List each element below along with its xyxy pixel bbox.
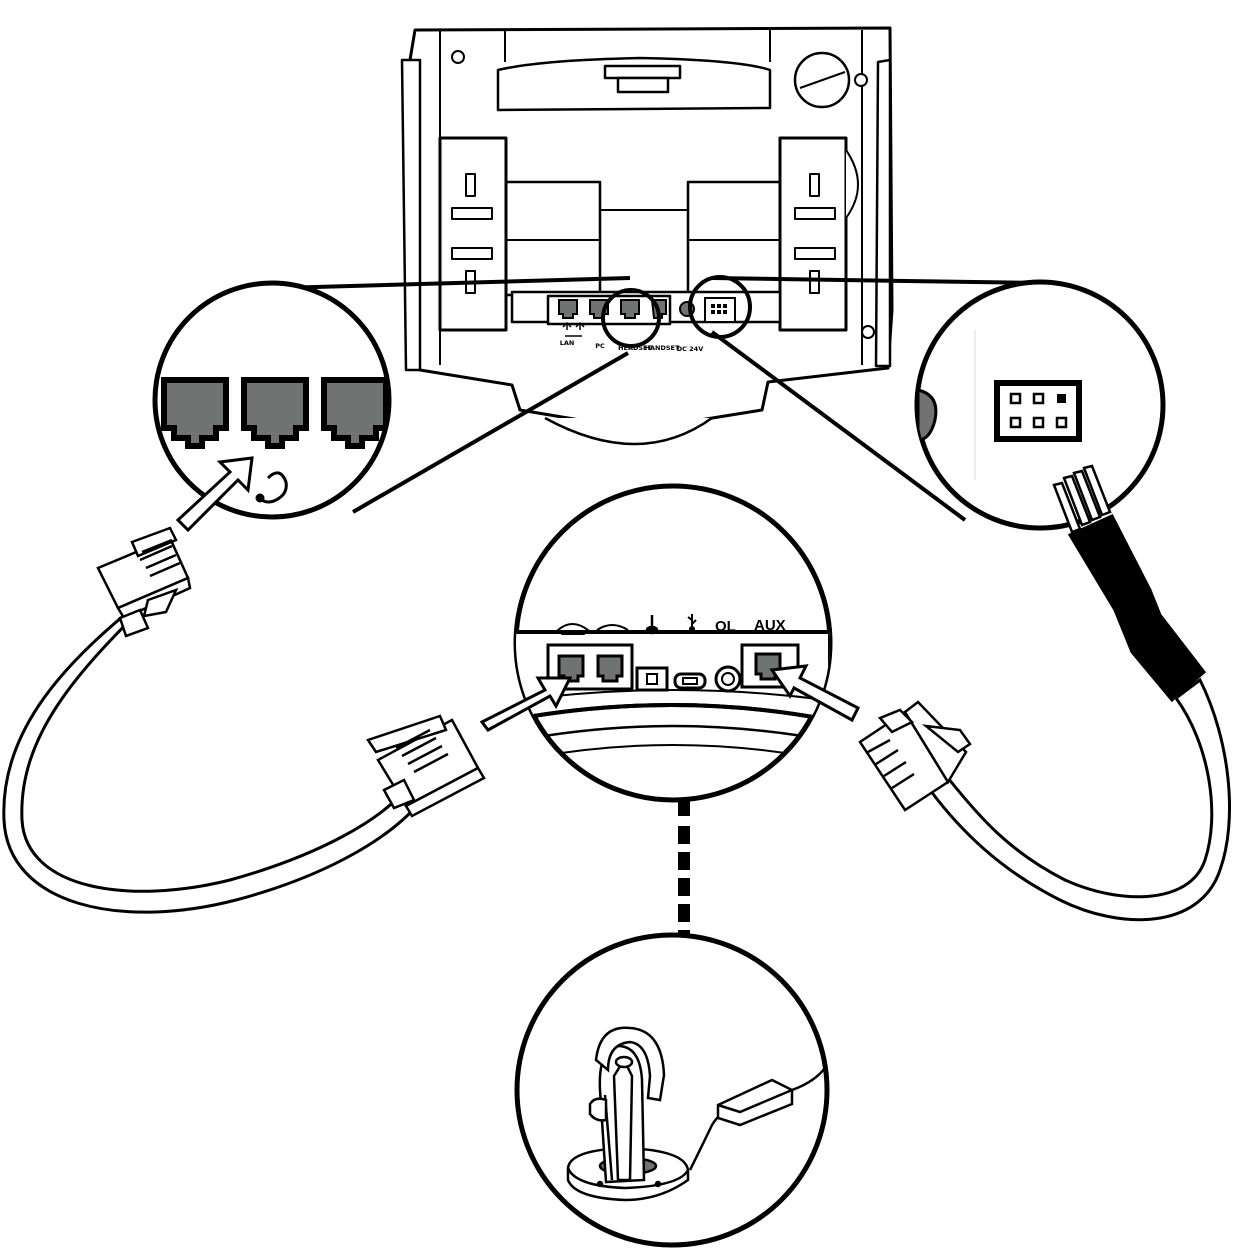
port-label-pc: PC bbox=[595, 342, 605, 350]
insert-arrow-center-right bbox=[769, 664, 861, 723]
zoom-port-2 bbox=[241, 377, 309, 449]
wireless-link-dots bbox=[678, 798, 690, 938]
lan-port bbox=[558, 299, 578, 319]
ehs-cable-icon bbox=[927, 464, 1231, 922]
port-label-handset: HANDSET bbox=[645, 344, 680, 352]
lan-arrows-icon bbox=[562, 321, 585, 337]
port-label-lan: LAN bbox=[560, 339, 575, 347]
rj9-plug-icon bbox=[858, 700, 972, 812]
port-label-dc: DC 24V bbox=[677, 345, 704, 353]
rj9-plug-icon bbox=[366, 714, 486, 818]
base-telephone-port bbox=[557, 654, 585, 683]
headset-port bbox=[620, 299, 640, 319]
insert-arrow-center-left bbox=[479, 676, 573, 732]
left-zoom-circle bbox=[152, 280, 392, 533]
phone-back bbox=[400, 26, 894, 446]
rj9-plug-icon bbox=[96, 526, 192, 638]
ehs-zoom-port bbox=[994, 380, 1082, 442]
base-label-aux: AUX bbox=[754, 617, 786, 634]
base-label-ol: OL bbox=[715, 618, 736, 635]
headset-icon bbox=[255, 471, 288, 504]
rj9-cable bbox=[2, 526, 486, 914]
zoom-port-3 bbox=[321, 377, 389, 449]
bottom-zoom-circle bbox=[514, 932, 830, 1248]
phone-handset-icon bbox=[556, 623, 629, 635]
right-zoom-circle bbox=[914, 279, 1166, 531]
insert-arrow-left bbox=[175, 456, 254, 533]
center-zoom-circle: OL AUX bbox=[479, 483, 861, 803]
zoom-lines bbox=[279, 276, 1041, 522]
phone-port-labels: LAN PC HEADSET HANDSET DC 24V bbox=[560, 339, 704, 353]
port-label-headset: HEADSET bbox=[618, 344, 652, 352]
microphone-icon bbox=[645, 615, 659, 635]
zoom-port-1 bbox=[161, 377, 229, 449]
usb-icon bbox=[687, 614, 697, 632]
wireless-headset-icon bbox=[566, 1026, 827, 1202]
headset-port-highlight bbox=[601, 288, 661, 348]
ehs-port-highlight bbox=[688, 275, 752, 339]
base-handset-port bbox=[596, 654, 624, 683]
